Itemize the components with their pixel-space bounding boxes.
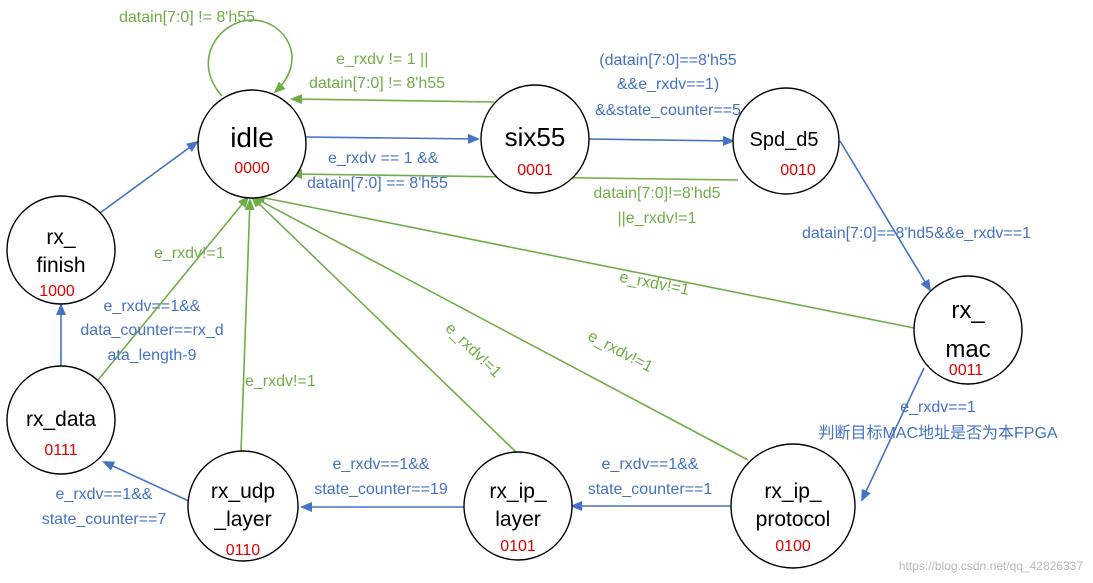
label-six55-to-spd-1: (datain[7:0]==8'h55 <box>599 52 736 69</box>
state-idle-code: 0000 <box>234 160 270 177</box>
label-iplayer-to-udp-1: e_rxdv==1&& <box>333 456 430 473</box>
label-idle-to-six55-1: e_rxdv == 1 && <box>328 150 439 167</box>
edge-rx-mac-to-rx-ip-protocol <box>861 367 925 502</box>
state-idle: idle 0000 <box>197 89 307 199</box>
state-spd-d5-code: 0010 <box>780 162 816 179</box>
edge-rx-udp-layer-to-idle <box>240 198 255 453</box>
label-idle-self: datain[7:0] != 8'h55 <box>119 9 255 26</box>
edge-rx-ip-protocol-to-idle <box>251 196 749 461</box>
state-rx-udp-layer: rx_udp _layer 0110 <box>187 450 299 562</box>
label-six55-to-spd-3: &&state_counter==5 <box>595 102 741 119</box>
label-data-to-finish-2: data_counter==rx_d <box>80 322 223 339</box>
label-six55-to-idle-2: datain[7:0] != 8'h55 <box>309 75 445 92</box>
state-rx-data-code: 0111 <box>44 442 77 459</box>
state-rx-udp-layer-code: 0110 <box>226 542 261 559</box>
edge-rx-data-to-idle <box>97 195 250 381</box>
label-udp-to-data-2: state_counter==7 <box>42 511 167 528</box>
state-spd-d5-label: Spd_d5 <box>750 129 819 151</box>
label-spd-to-idle-2: ||e_rxdv!=1 <box>617 210 696 227</box>
state-rx-ip-layer-label-2: layer <box>495 508 541 531</box>
state-rx-ip-protocol-label-1: rx_ip_ <box>764 480 822 503</box>
label-mac-to-idle: e_rxdv!=1 <box>618 269 691 299</box>
state-rx-ip-protocol-label-2: protocol <box>756 508 831 531</box>
label-six55-to-spd-2: &&e_rxdv==1) <box>617 76 719 93</box>
watermark: https://blog.csdn.net/qq_42826337 <box>899 559 1083 573</box>
label-udp-to-data-1: e_rxdv==1&& <box>56 486 153 503</box>
label-data-to-finish-3: ata_length-9 <box>108 347 197 364</box>
edge-rx-finish-to-idle <box>99 140 199 214</box>
state-rx-finish-label-2: finish <box>36 254 85 277</box>
state-rx-data-label: rx_data <box>26 408 96 431</box>
label-spd-to-mac: datain[7:0]==8'hd5&&e_rxdv==1 <box>802 225 1031 242</box>
label-six55-to-idle-1: e_rxdv != 1 || <box>336 51 428 68</box>
label-data-to-idle: e_rxdv!=1 <box>154 245 225 262</box>
edge-rx-mac-to-idle <box>253 193 915 329</box>
label-spd-to-idle-1: datain[7:0]!=8'hd5 <box>593 185 720 202</box>
label-mac-to-protocol-1: e_rxdv==1 <box>900 399 976 416</box>
edge-rx-ip-layer-to-idle <box>250 195 517 453</box>
state-rx-ip-protocol: rx_ip_ protocol 0100 <box>730 443 856 569</box>
state-rx-finish-label-1: rx_ <box>46 226 75 249</box>
label-protocol-to-iplayer-2: state_counter==1 <box>588 481 713 498</box>
label-protocol-to-idle: e_rxdv!=1 <box>585 328 656 376</box>
state-rx-finish: rx_ finish 1000 <box>6 195 116 305</box>
label-idle-to-six55-2: datain[7:0] == 8'h55 <box>307 175 448 192</box>
state-rx-ip-layer-code: 0101 <box>500 538 536 555</box>
state-rx-mac-label-2: mac <box>945 336 990 363</box>
edge-six55-to-idle <box>290 94 495 105</box>
state-idle-label: idle <box>230 122 274 153</box>
state-rx-mac-code: 0011 <box>949 362 984 379</box>
label-data-to-finish-1: e_rxdv==1&& <box>104 298 201 315</box>
label-iplayer-to-idle: e_rxdv!=1 <box>442 320 505 381</box>
state-rx-ip-layer: rx_ip_ layer 0101 <box>463 451 573 561</box>
edge-six55-to-spd-d5 <box>587 135 735 146</box>
state-rx-udp-layer-label-1: rx_udp <box>211 480 275 503</box>
edge-rx-udp-layer-to-rx-data <box>102 461 192 503</box>
label-iplayer-to-udp-2: state_counter==19 <box>314 481 448 498</box>
edge-idle-self-loop <box>207 19 293 97</box>
state-six55-label: six55 <box>505 122 566 152</box>
state-rx-udp-layer-label-2: _layer <box>213 508 271 531</box>
edge-spd-d5-to-rx-mac <box>839 140 932 292</box>
edge-idle-to-six55 <box>304 133 480 144</box>
state-rx-ip-layer-label-1: rx_ip_ <box>489 480 547 503</box>
label-protocol-to-iplayer-1: e_rxdv==1&& <box>602 456 699 473</box>
state-six55-code: 0001 <box>517 162 553 179</box>
state-rx-mac-label-1: rx_ <box>951 297 985 324</box>
label-udp-to-idle: e_rxdv!=1 <box>245 373 316 390</box>
state-rx-ip-protocol-code: 0100 <box>775 538 811 555</box>
state-spd-d5: Spd_d5 0010 <box>732 87 840 195</box>
state-rx-mac: rx_ mac 0011 <box>913 275 1023 385</box>
label-mac-to-protocol-2: 判断目标MAC地址是否为本FPGA <box>818 424 1057 442</box>
state-rx-data: rx_data 0111 <box>6 365 116 475</box>
state-six55: six55 0001 <box>480 84 590 194</box>
state-rx-finish-code: 1000 <box>39 283 75 300</box>
